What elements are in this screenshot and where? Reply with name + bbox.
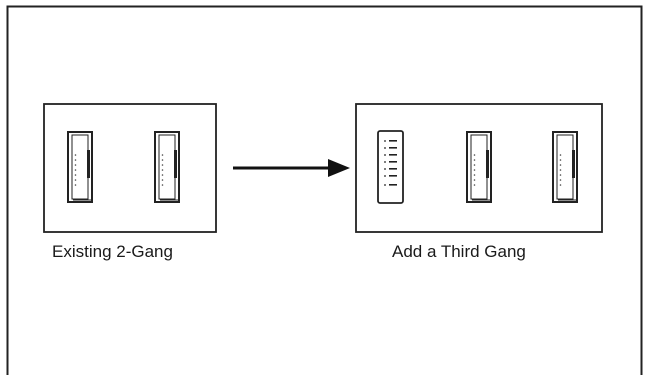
left-wallplate <box>43 103 217 233</box>
dimmer-icon <box>67 131 93 203</box>
keypad-icon <box>377 130 404 204</box>
dimmer-icon <box>466 131 492 203</box>
right-arrow-icon <box>233 159 350 177</box>
dimmer-icon <box>154 131 180 203</box>
right-caption: Add a Third Gang <box>392 242 526 261</box>
left-caption: Existing 2-Gang <box>52 242 173 261</box>
dimmer-icon <box>552 131 578 203</box>
outer-border <box>6 5 643 375</box>
right-wallplate <box>355 103 603 233</box>
